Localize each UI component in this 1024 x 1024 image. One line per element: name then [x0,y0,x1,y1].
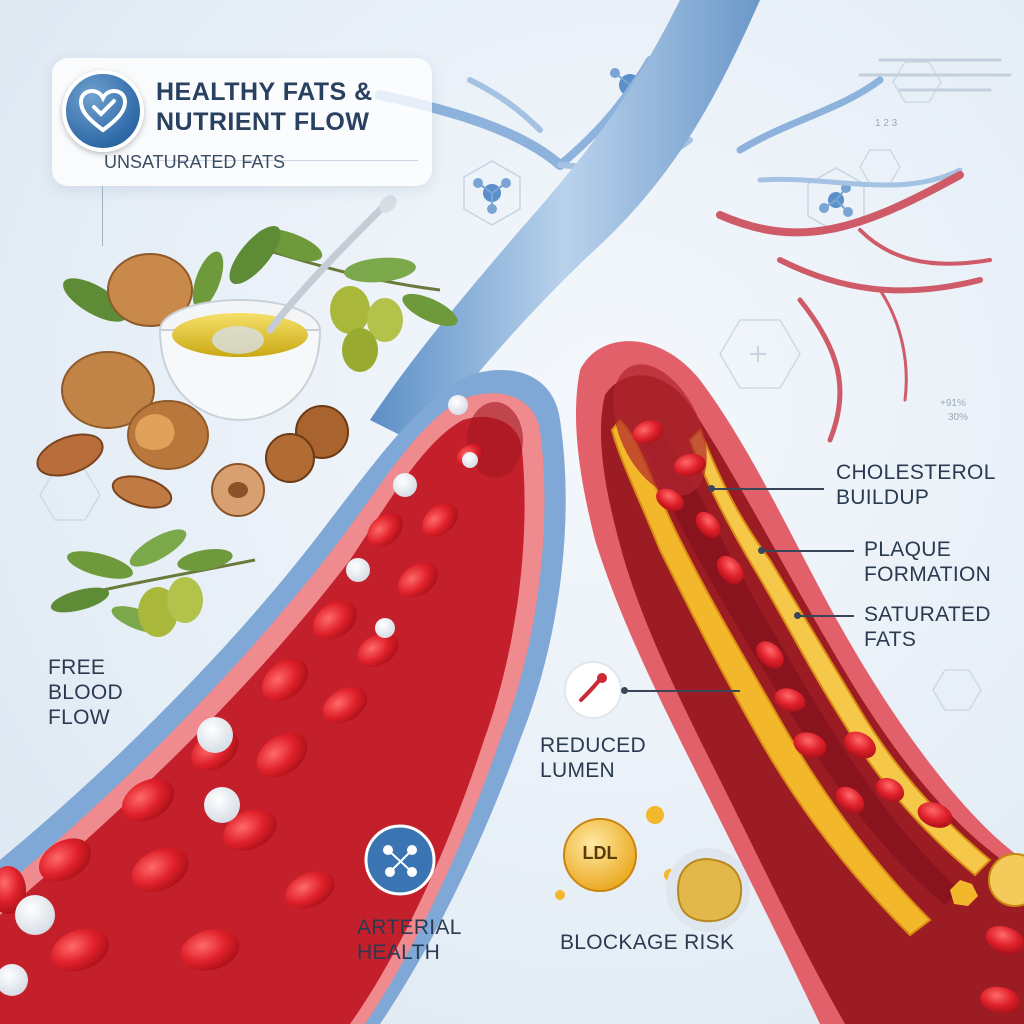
title-line-1: HEALTHY FATS & [156,78,373,106]
red-blood-cell [793,732,827,758]
label-reduced-lumen: REDUCED LUMEN [540,733,646,783]
callout-saturated [794,612,854,618]
red-blood-cell [716,555,744,585]
stat-top-right: 1 2 3 [875,118,898,129]
red-blood-cell [917,802,953,828]
pointer-line [102,186,103,246]
title-divider [156,160,418,161]
ldl-label: LDL [582,843,618,863]
red-blood-cell [985,925,1024,955]
red-blood-cell [674,453,706,477]
stat-right-a: +91% [940,398,966,409]
label-saturated-fats: SATURATED FATS [864,602,991,652]
label-plaque-formation: PLAQUE FORMATION [864,537,991,587]
label-line: SATURATED [864,603,991,626]
red-blood-cell [632,420,664,444]
heart-check-icon [62,70,144,152]
red-blood-cell [774,688,806,712]
label-line: FREE [48,656,106,679]
decorative-data-lines [858,58,1012,92]
label-blockage-risk: BLOCKAGE RISK [560,931,735,954]
red-blood-cell [223,809,277,851]
label-free-blood-flow: FREE BLOOD FLOW [48,655,123,730]
red-blood-cell [357,632,399,668]
hexagon-icon [859,149,901,185]
blood-drop-badge [564,661,622,719]
molecule-icon [463,160,521,226]
label-arterial-health: ARTERIAL HEALTH [357,915,462,965]
title-card: HEALTHY FATS & NUTRIENT FLOW [52,58,432,186]
white-blood-cells [0,395,478,996]
callout-plaque [758,547,854,553]
red-blood-cell [322,686,368,724]
red-blood-cell [398,562,438,598]
label-line: FATS [864,628,917,651]
red-blood-cell [50,928,110,972]
red-blood-cell [180,929,240,971]
hexagon-icon [39,469,101,521]
label-cholesterol-buildup: CHOLESTEROL BUILDUP [836,460,996,510]
stat-right-b: 30% [948,412,969,423]
red-blood-cell [835,786,865,814]
label-line: BLOOD [48,681,124,704]
red-blood-cell [875,777,905,803]
network-icon [364,824,436,896]
red-blood-cell [980,986,1020,1014]
fat-particle [950,880,978,906]
label-line: HEALTH [357,941,441,964]
label-line: FORMATION [864,563,992,586]
callout-cholesterol [708,485,824,491]
red-blood-cell [261,658,309,702]
clogged-red-cells [632,420,1024,1014]
label-line: REDUCED [540,734,646,757]
label-line: ARTERIAL [357,916,462,939]
label-line: PLAQUE [864,538,951,561]
healthy-red-cells [0,443,484,972]
red-blood-cell [422,503,458,537]
subtitle: UNSATURATED FATS [104,152,286,172]
red-blood-cell [313,600,357,640]
healthy-foods [36,195,458,637]
red-blood-cell [367,513,403,547]
red-blood-cell [121,778,175,822]
hexagon-icon [719,319,801,389]
red-blood-cell [695,511,721,539]
plus-icon [750,346,766,362]
red-blood-cell [844,731,876,759]
red-blood-cell [256,732,308,778]
title-line-2: NUTRIENT FLOW [156,108,370,136]
ldl-particle-icon [555,806,750,932]
arteriole-branches [716,171,992,443]
red-blood-cell [656,488,684,512]
label-line: LUMEN [540,759,616,782]
plaque-layer [688,428,992,877]
red-blood-cell [756,641,784,669]
callout-lumen [621,687,740,693]
gauge-icon [988,853,1024,907]
label-line: FLOW [48,706,110,729]
red-blood-cell [0,866,26,914]
blue-vein [370,0,760,445]
red-blood-cell [285,871,335,909]
hexagon-icon [932,669,982,711]
red-blood-cell [38,838,92,882]
hexagon-icon [892,61,942,103]
label-line: CHOLESTEROL [836,461,996,484]
label-line: BUILDUP [836,486,930,509]
red-blood-cell [131,847,189,893]
